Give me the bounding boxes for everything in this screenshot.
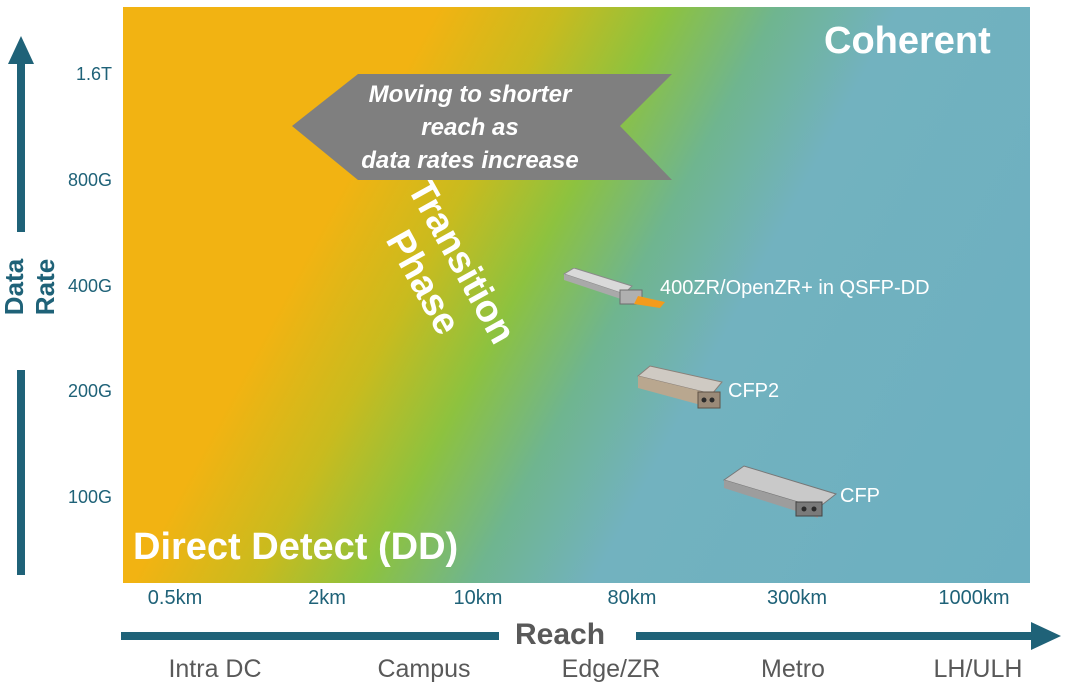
- coherent-zone-label: Coherent: [824, 20, 991, 62]
- module-label-400zr: 400ZR/OpenZR+ in QSFP-DD: [660, 277, 930, 299]
- x-tick-300km: 300km: [766, 587, 828, 609]
- module-label-cfp: CFP: [840, 485, 880, 507]
- cfp-module-image: [722, 465, 838, 518]
- category-lh-ulh: LH/ULH: [933, 655, 1023, 683]
- x-tick-10km: 10km: [453, 587, 503, 609]
- category-metro: Metro: [761, 655, 825, 683]
- y-tick-400g: 400G: [67, 276, 112, 296]
- x-tick-80km: 80km: [607, 587, 657, 609]
- shorter-reach-arrow: [292, 74, 672, 180]
- y-tick-1.6t: 1.6T: [75, 64, 112, 84]
- shorter-reach-arrow-text: Moving to shorter reach as data rates in…: [361, 81, 579, 174]
- x-tick-1000km: 1000km: [938, 587, 1010, 609]
- x-tick-2km: 2km: [308, 587, 346, 609]
- module-label-cfp2: CFP2: [728, 380, 780, 402]
- qsfp-dd-module-image: [562, 268, 665, 308]
- y-axis-arrow: [8, 36, 34, 575]
- category-edge-zr: Edge/ZR: [561, 655, 661, 683]
- x-axis-arrow: [121, 622, 1061, 650]
- x-axis-label: Reach: [515, 618, 606, 651]
- y-tick-200g: 200G: [67, 381, 112, 401]
- y-tick-100g: 100G: [67, 487, 112, 507]
- category-campus: Campus: [377, 655, 471, 683]
- category-intra-dc: Intra DC: [168, 655, 262, 683]
- x-tick-0.5km: 0.5km: [147, 587, 203, 609]
- direct-detect-zone-label: Direct Detect (DD): [133, 526, 459, 568]
- y-tick-800g: 800G: [67, 170, 112, 190]
- cfp2-module-image: [636, 365, 723, 409]
